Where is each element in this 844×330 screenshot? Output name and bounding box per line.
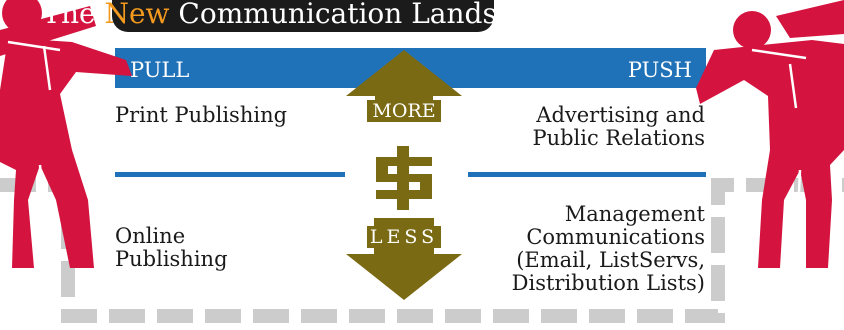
divider-left: [115, 172, 345, 177]
title-banner: The New Communication Landscape: [42, 0, 564, 32]
management-communications-label: Management Communications (Email, ListSe…: [512, 203, 705, 295]
title-prefix: The: [42, 0, 105, 30]
person-pulling-icon-detail: [7, 40, 61, 216]
person-pushing-icon: [696, 0, 844, 268]
online-publishing-label-line: Online: [115, 224, 186, 248]
management-communications-label-line: Management: [564, 202, 705, 226]
management-communications-label-line: Communications: [526, 225, 705, 249]
divider-right: [468, 172, 706, 177]
advertising-label: Advertising and Public Relations: [532, 104, 705, 150]
pull-label: PULL: [130, 58, 190, 82]
advertising-label-line: Public Relations: [532, 126, 705, 150]
more-label: MORE: [367, 100, 441, 122]
diagram-title: The New Communication Landscape: [42, 0, 563, 28]
online-publishing-label: Online Publishing: [115, 225, 228, 271]
less-label: LESS: [367, 226, 441, 248]
advertising-label-line: Advertising and: [536, 103, 705, 127]
dollar-icon: [376, 146, 432, 210]
title-highlight: New: [104, 0, 170, 30]
print-publishing-label: Print Publishing: [115, 103, 288, 127]
push-label: PUSH: [627, 58, 692, 82]
person-pushing-icon-detail: [751, 48, 807, 216]
management-communications-label-line: Distribution Lists): [511, 271, 705, 295]
person-pulling-icon: [0, 0, 132, 268]
online-publishing-label-line: Publishing: [115, 247, 228, 271]
management-communications-label-line: (Email, ListServs,: [516, 248, 705, 272]
title-suffix: Communication Landscape: [169, 0, 564, 30]
